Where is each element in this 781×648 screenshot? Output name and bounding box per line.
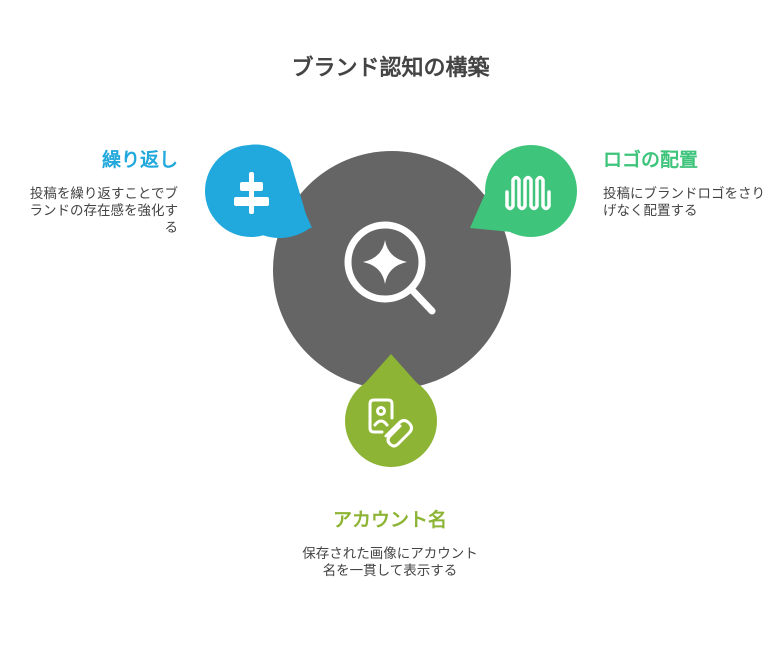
- block-title: アカウント名: [332, 509, 447, 531]
- block-title: ロゴの配置: [603, 149, 699, 171]
- block-description: 投稿を繰り返すことでブランドの存在感を強化する: [29, 186, 179, 236]
- block-account-name: アカウント名 保存された画像にアカウント名を一貫して表示する: [300, 505, 480, 580]
- block-repetition: 繰り返し 投稿を繰り返すことでブランドの存在感を強化する: [20, 145, 179, 237]
- block-title: 繰り返し: [101, 149, 178, 171]
- center-circle: [273, 151, 511, 389]
- block-description: 投稿にブランドロゴをさりげなく配置する: [603, 186, 765, 219]
- align-vertical-center-icon: [234, 172, 269, 214]
- image-attachment-icon: [368, 398, 413, 448]
- block-logo-placement: ロゴの配置 投稿にブランドロゴをさりげなく配置する: [603, 145, 768, 220]
- waveform-icon: [505, 175, 551, 211]
- page-title: ブランド認知の構築: [291, 56, 490, 81]
- left-node: [205, 144, 312, 239]
- bottom-node: [345, 354, 437, 467]
- block-description: 保存された画像にアカウント名を一貫して表示する: [302, 546, 478, 579]
- search-sparkle-icon: [344, 221, 436, 315]
